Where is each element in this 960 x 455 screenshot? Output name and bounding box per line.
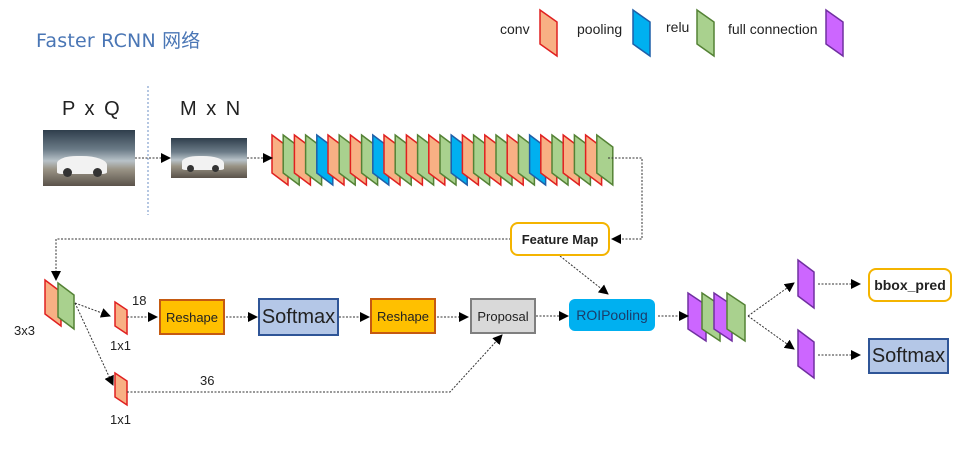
arrow-3x3-to-reg-conv	[74, 302, 114, 386]
bbox-pred-box: bbox_pred	[868, 268, 952, 302]
relu-layer	[726, 291, 746, 343]
bbox-fc-layer	[797, 258, 815, 310]
rpn-conv-3x3	[44, 278, 62, 328]
legend-label-full-connection: full connection	[728, 21, 818, 37]
legend-label-conv: conv	[500, 21, 530, 37]
legend-swatch-fc	[825, 8, 844, 58]
arrow-3x3-to-cls-conv	[74, 302, 111, 318]
arrow-featuremap-to-roipooling	[559, 255, 609, 295]
reshape-box-1: Reshape	[159, 299, 225, 335]
arrow-reg-conv-to-proposal	[127, 334, 503, 393]
rpn-relu	[57, 281, 75, 331]
legend-label-relu: relu	[666, 19, 690, 35]
page-title: Faster RCNN 网络	[36, 30, 201, 52]
proposal-box: Proposal	[470, 298, 536, 334]
arrow-featuremap-to-rpn	[51, 238, 511, 281]
rpn-softmax-box: Softmax	[258, 298, 339, 336]
input-image-original	[43, 130, 135, 186]
backbone-layers	[271, 133, 614, 187]
rpn-reg-conv-1x1	[114, 371, 128, 407]
legend-label-pooling: pooling	[577, 21, 623, 37]
cls-fc-layer	[797, 328, 815, 380]
legend-swatch-relu	[696, 8, 715, 58]
reg-conv-1x1-label: 1x1	[110, 412, 131, 427]
relu-layer	[596, 133, 614, 187]
arrow-backbone-to-featuremap	[608, 157, 643, 244]
arrow-head-to-cls-fc	[747, 315, 795, 350]
conv-3x3-label: 3x3	[14, 323, 35, 338]
input-image-resized	[171, 138, 247, 178]
feature-map-box: Feature Map	[510, 222, 610, 256]
roi-pooling-box: ROIPooling	[569, 299, 655, 331]
layer-shapes	[44, 258, 815, 407]
legend-swatch-pool	[632, 8, 651, 58]
reshape-box-2: Reshape	[370, 298, 436, 334]
original-size-label: P x Q	[62, 98, 122, 120]
legend-shapes	[539, 8, 844, 58]
legend-swatch-conv	[539, 8, 558, 58]
arrow-head-to-bbox-fc	[747, 282, 795, 317]
cls-channels-label: 18	[132, 293, 147, 308]
reg-channels-label: 36	[200, 373, 215, 388]
connectors	[51, 86, 861, 393]
cls-softmax-box: Softmax	[868, 338, 949, 374]
cls-conv-1x1-label: 1x1	[110, 338, 131, 353]
resized-size-label: M x N	[180, 98, 243, 120]
rpn-cls-conv-1x1	[114, 300, 128, 336]
